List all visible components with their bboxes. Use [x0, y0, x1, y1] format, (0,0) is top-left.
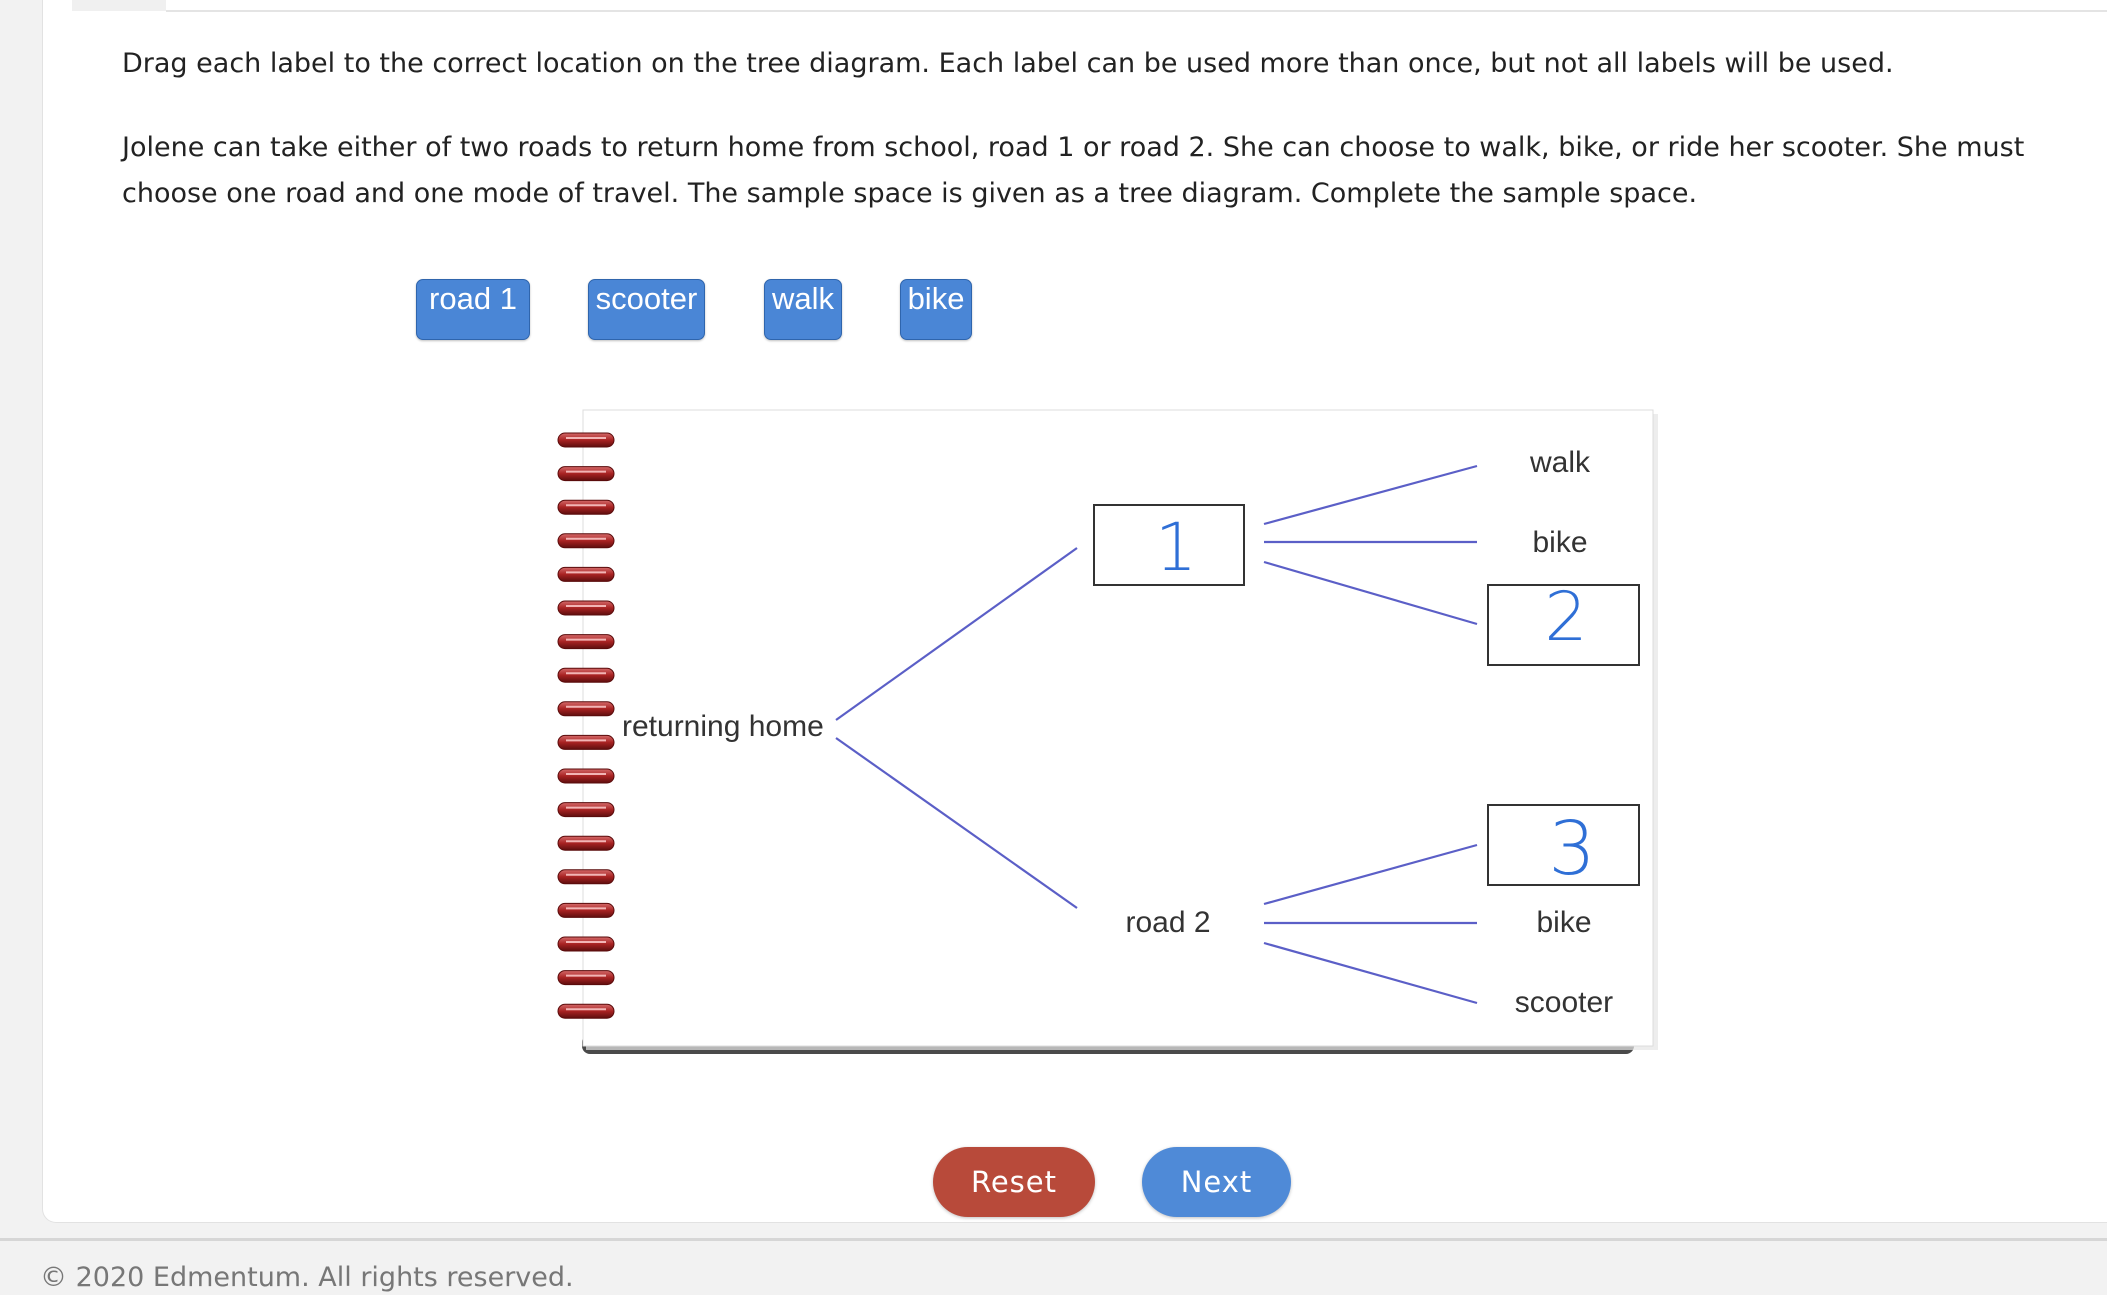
instruction-text: Drag each label to the correct location … [122, 48, 1894, 79]
branch-line-bottom-scooter [1263, 941, 1478, 1005]
label-chip-walk[interactable]: walk [764, 279, 842, 340]
branch-line-top-box2 [1263, 560, 1478, 626]
handwritten-marker-2: 2 [1544, 578, 1587, 657]
spiral-ring [557, 566, 615, 582]
spiral-ring [557, 600, 615, 616]
spiral-ring [557, 768, 615, 784]
leaf-label-scooter: scooter [1515, 986, 1613, 1019]
handwritten-marker-3: 3 [1548, 806, 1595, 892]
spiral-ring [557, 936, 615, 952]
spiral-ring [557, 634, 615, 650]
leaf-label-walk: walk [1529, 446, 1591, 479]
branch-line-root-bottom [835, 737, 1078, 909]
leaf-label-bike-top: bike [1532, 526, 1587, 559]
drop-zone-1[interactable] [1093, 504, 1245, 586]
copyright-footer: © 2020 Edmentum. All rights reserved. [40, 1262, 574, 1293]
spiral-ring [557, 701, 615, 717]
next-button[interactable]: Next [1142, 1147, 1291, 1217]
spiral-ring [557, 802, 615, 818]
label-chip-scooter[interactable]: scooter [588, 279, 705, 340]
spiral-ring [557, 667, 615, 683]
spiral-ring [557, 869, 615, 885]
spiral-ring [557, 466, 615, 482]
notebook-page [582, 409, 1658, 1054]
drop-zone-3[interactable] [1487, 804, 1640, 886]
spiral-ring [557, 902, 615, 918]
drop-zone-2[interactable] [1487, 584, 1640, 666]
card-divider [166, 10, 2107, 12]
branch-lines [835, 464, 1478, 1005]
label-chip-bike[interactable]: bike [900, 279, 972, 340]
spiral-ring [557, 734, 615, 750]
spiral-ring [557, 533, 615, 549]
spiral-ring [557, 432, 615, 448]
branch-line-top-walk [1263, 464, 1478, 526]
spiral-ring [557, 970, 615, 986]
leaf-label-bike-bottom: bike [1536, 906, 1591, 939]
reset-button[interactable]: Reset [933, 1147, 1095, 1217]
spiral-ring [557, 1003, 615, 1019]
label-chip-road-1[interactable]: road 1 [416, 279, 530, 340]
branch-line-bottom-box3 [1263, 843, 1478, 906]
branch-line-root-top [835, 547, 1078, 721]
root-label: returning home [622, 710, 824, 743]
handwritten-marker-1: 1 [1155, 509, 1197, 586]
spiral-ring [557, 835, 615, 851]
problem-text: Jolene can take either of two roads to r… [122, 132, 2025, 209]
spiral-binding [557, 432, 615, 1019]
card-tab [72, 0, 166, 11]
node-label-road-2: road 2 [1125, 906, 1210, 939]
footer-divider [0, 1238, 2107, 1241]
spiral-ring [557, 499, 615, 515]
